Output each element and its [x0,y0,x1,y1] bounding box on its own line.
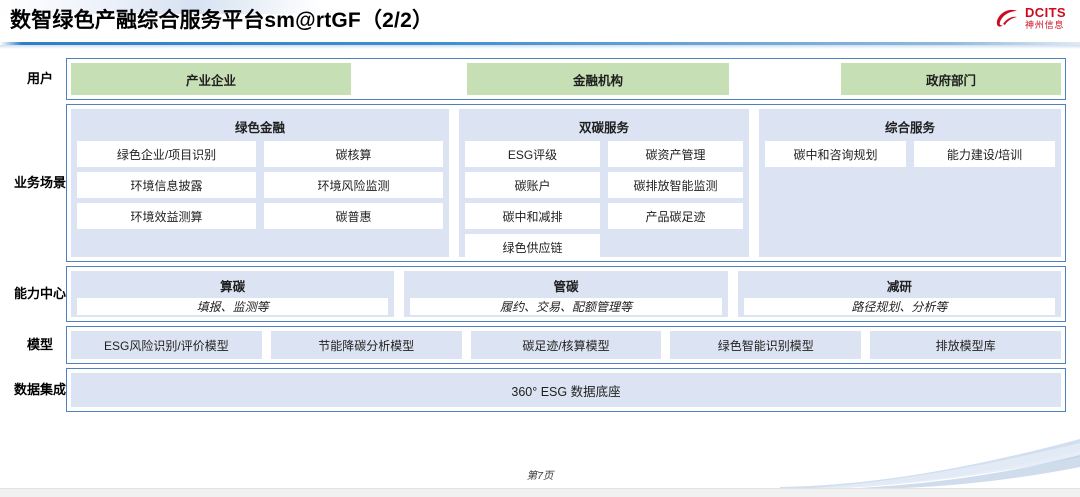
page-title: 数智绿色产融综合服务平台sm@rtGF（2/2） [10,9,434,32]
scenario-item[interactable]: 绿色供应链 [465,234,600,260]
scenario-item[interactable]: 能力建设/培训 [914,141,1055,167]
row-business-scenarios: 业务场景 绿色金融 绿色企业/项目识别 碳核算 环境信息披露 环境风险监测 环境… [14,104,1066,262]
model-box[interactable]: 排放模型库 [870,331,1061,359]
scenario-group-green-finance: 绿色金融 绿色企业/项目识别 碳核算 环境信息披露 环境风险监测 环境效益测算 … [71,109,449,257]
scenario-item-list: 碳中和咨询规划 能力建设/培训 [765,141,1055,167]
capability-group-subtitle[interactable]: 填报、监测等 [77,298,389,315]
model-box[interactable]: 节能降碳分析模型 [270,331,462,359]
model-box[interactable]: 绿色智能识别模型 [670,331,862,359]
row-label-users: 用户 [26,70,53,86]
capability-group-calculate-carbon: 算碳 填报、监测等 [71,271,395,317]
logo-cn-label: 神州信息 [1025,20,1065,30]
scenario-item[interactable]: 碳账户 [465,172,600,198]
scenario-item[interactable]: 碳资产管理 [608,141,743,167]
scenario-item[interactable]: ESG评级 [465,141,600,167]
model-box[interactable]: ESG风险识别/评价模型 [71,331,262,359]
capability-group-manage-carbon: 管碳 履约、交易、配额管理等 [404,271,728,317]
architecture-matrix: 用户 产业企业 金融机构 政府部门 业务场景 绿色金融 绿色企业/项目识别 碳核… [14,58,1066,416]
spacer [737,63,833,95]
data-foundation-bar[interactable]: 360° ESG 数据底座 [71,373,1061,407]
scenario-item[interactable]: 碳中和咨询规划 [765,141,906,167]
user-box-finance[interactable]: 金融机构 [467,63,729,95]
scenario-group-comprehensive: 综合服务 碳中和咨询规划 能力建设/培训 [759,109,1061,257]
slide-header: 数智绿色产融综合服务平台sm@rtGF（2/2） DCITS 神州信息 [0,0,1080,49]
logo-text: DCITS 神州信息 [1025,6,1066,30]
row-body-business-scenarios: 绿色金融 绿色企业/项目识别 碳核算 环境信息披露 环境风险监测 环境效益测算 … [66,104,1066,262]
scenario-item[interactable]: 碳普惠 [264,203,443,229]
row-label-models: 模型 [26,336,53,352]
row-body-capability-center: 算碳 填报、监测等 管碳 履约、交易、配额管理等 减研 路径规划、分析等 [66,266,1066,322]
row-capability-center: 能力中心 算碳 填报、监测等 管碳 履约、交易、配额管理等 减研 路径规划、分析… [14,266,1066,322]
capability-group-subtitle[interactable]: 路径规划、分析等 [743,298,1055,315]
logo-en-label: DCITS [1025,5,1066,20]
row-users: 用户 产业企业 金融机构 政府部门 [14,58,1066,100]
scenario-item-list: 绿色企业/项目识别 碳核算 环境信息披露 环境风险监测 环境效益测算 碳普惠 [77,141,443,229]
scenario-item[interactable]: 碳排放智能监测 [608,172,743,198]
scenario-item[interactable]: 环境效益测算 [77,203,256,229]
model-box[interactable]: 碳足迹/核算模型 [470,331,662,359]
scenario-item[interactable]: 环境信息披露 [77,172,256,198]
capability-group-subtitle[interactable]: 履约、交易、配额管理等 [410,298,722,315]
row-label-data-integration: 数据集成 [14,381,67,397]
scenario-item[interactable]: 碳核算 [264,141,443,167]
dcits-swirl-icon [994,7,1020,29]
row-data-integration: 数据集成 360° ESG 数据底座 [14,368,1066,412]
scenario-item[interactable]: 环境风险监测 [264,172,443,198]
row-label-capability-center: 能力中心 [14,285,67,301]
capability-group-title: 减研 [886,280,912,294]
scenario-item[interactable]: 产品碳足迹 [608,203,743,229]
page-footer: 第7页 [526,470,554,482]
bottom-strip [0,488,1080,497]
scenario-group-title: 双碳服务 [578,121,629,135]
spacer [359,63,459,95]
row-label-business-scenarios: 业务场景 [14,174,67,190]
capability-group-reduce-research: 减研 路径规划、分析等 [737,271,1061,317]
header-divider-shadow [0,45,1080,49]
user-box-industry[interactable]: 产业企业 [71,63,351,95]
user-box-government[interactable]: 政府部门 [841,63,1061,95]
header-divider [0,42,1080,45]
row-body-data-integration: 360° ESG 数据底座 [66,368,1066,412]
capability-group-title: 算碳 [220,280,246,294]
row-models: 模型 ESG风险识别/评价模型 节能降碳分析模型 碳足迹/核算模型 绿色智能识别… [14,326,1066,364]
scenario-item[interactable]: 碳中和减排 [465,203,600,229]
scenario-group-title: 绿色金融 [234,121,285,135]
scenario-item-list: ESG评级 碳资产管理 碳账户 碳排放智能监测 碳中和减排 产品碳足迹 绿色供应… [465,141,743,260]
scenario-group-dual-carbon: 双碳服务 ESG评级 碳资产管理 碳账户 碳排放智能监测 碳中和减排 产品碳足迹… [459,109,749,260]
row-body-users: 产业企业 金融机构 政府部门 [66,58,1066,100]
row-body-models: ESG风险识别/评价模型 节能降碳分析模型 碳足迹/核算模型 绿色智能识别模型 … [66,326,1066,364]
capability-group-title: 管碳 [553,280,579,294]
scenario-item[interactable]: 绿色企业/项目识别 [77,141,256,167]
scenario-group-title: 综合服务 [884,121,935,135]
company-logo: DCITS 神州信息 [994,6,1066,30]
